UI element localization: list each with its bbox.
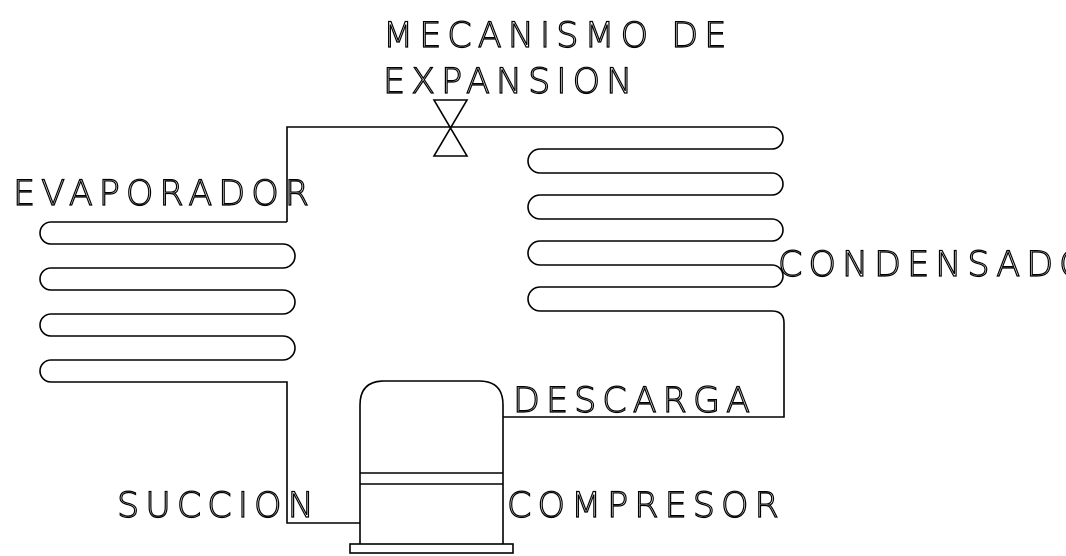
expansion-label-line2: EXPANSION bbox=[383, 62, 638, 102]
compressor-body bbox=[359, 380, 504, 544]
condenser-coil bbox=[503, 126, 785, 418]
liquid-line bbox=[286, 126, 772, 222]
suction-label: SUCCION bbox=[117, 486, 320, 526]
discharge-label: DESCARGA bbox=[513, 381, 756, 421]
evaporator-label: EVAPORADOR bbox=[13, 174, 315, 214]
expansion-valve-symbol bbox=[432, 99, 469, 157]
condenser-label: CONDENSADOR bbox=[778, 245, 1066, 285]
compressor-base bbox=[349, 543, 514, 554]
compressor-label: COMPRESOR bbox=[507, 486, 785, 526]
expansion-label-line1: MECANISMO DE bbox=[383, 16, 732, 56]
evaporator-coil bbox=[39, 221, 360, 524]
